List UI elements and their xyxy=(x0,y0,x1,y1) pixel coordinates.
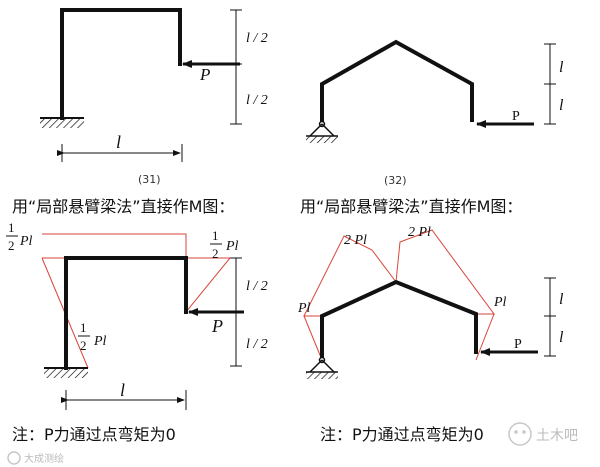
dim-top-label-32: l xyxy=(559,59,564,76)
pinned-support-32 xyxy=(306,136,338,143)
frac-den-tl: 2 xyxy=(8,238,15,253)
half-bottom-label-31: l / 2 xyxy=(246,93,268,108)
left-method-title: 用“局部悬臂梁法”直接作M图： xyxy=(12,197,234,216)
frame-31-members xyxy=(60,8,182,120)
dim-top-label-32m: l xyxy=(559,291,564,308)
two-pl-right-label: 2 Pl xyxy=(408,225,431,240)
load-label-32: P xyxy=(512,109,520,124)
frame-31m-members xyxy=(64,256,188,370)
pl-label-mid: Pl xyxy=(93,334,107,349)
load-label-32m: P xyxy=(514,337,522,352)
moment-right-column xyxy=(475,313,495,361)
watermark-left: 大成测绘 xyxy=(7,451,64,465)
span-label-31m: l xyxy=(120,380,125,400)
frac-num-tr: 1 xyxy=(212,228,219,243)
watermark-right-text: 土木吧 xyxy=(536,428,578,444)
moment-right-outline xyxy=(42,257,232,314)
fixed-support-31m xyxy=(44,368,88,378)
right-method-title: 用“局部悬臂梁法”直接作M图： xyxy=(300,197,522,216)
note-right: 注：P力通过点弯矩为0 xyxy=(320,425,484,444)
load-label-31m: P xyxy=(211,316,223,336)
caption-31: (31) xyxy=(138,173,161,186)
span-label-31: l xyxy=(116,132,121,152)
pl-label-tr: Pl xyxy=(225,239,239,254)
half-top-label-31m: l / 2 xyxy=(246,279,268,294)
watermark-logo-icon xyxy=(7,451,21,465)
frac-num-mid: 1 xyxy=(80,320,87,335)
frame-32-members xyxy=(320,39,474,126)
watermark-left-text: 大成测绘 xyxy=(24,452,64,465)
frac-den-tr: 2 xyxy=(212,246,219,261)
moment-left-column xyxy=(303,315,323,361)
caption-32: (32) xyxy=(384,174,407,187)
dim-bottom-label-32: l xyxy=(559,97,564,114)
figure-32: P l l (32) xyxy=(306,39,564,187)
frac-den-mid: 2 xyxy=(80,338,87,353)
pinned-support-32m xyxy=(306,372,338,379)
half-bottom-label-31m: l / 2 xyxy=(246,337,268,352)
frac-num-tl: 1 xyxy=(8,220,15,235)
note-left: 注：P力通过点弯矩为0 xyxy=(12,425,176,444)
dim-bottom-label-32m: l xyxy=(559,329,564,346)
moment-diagram-32: P 2 Pl 2 Pl Pl Pl l l xyxy=(297,225,564,379)
pl-label-tl: Pl xyxy=(19,234,33,249)
frame-32m-members xyxy=(320,279,478,362)
fixed-support-31 xyxy=(40,118,84,128)
load-label-31: P xyxy=(199,65,210,84)
figure-31: P l / 2 l / 2 l (31) xyxy=(40,8,268,186)
moment-diagram-31: P 1 2 Pl 1 2 Pl 1 2 Pl l / 2 l / 2 l xyxy=(6,220,268,410)
half-top-label-31: l / 2 xyxy=(246,31,268,46)
watermark-right: 土木吧 xyxy=(508,422,578,446)
pl-left-label: Pl xyxy=(297,301,311,316)
pl-right-label: Pl xyxy=(493,295,507,310)
two-pl-left-label: 2 Pl xyxy=(344,233,367,248)
wechat-logo-icon xyxy=(508,422,532,446)
moment-top-outline xyxy=(42,233,187,258)
